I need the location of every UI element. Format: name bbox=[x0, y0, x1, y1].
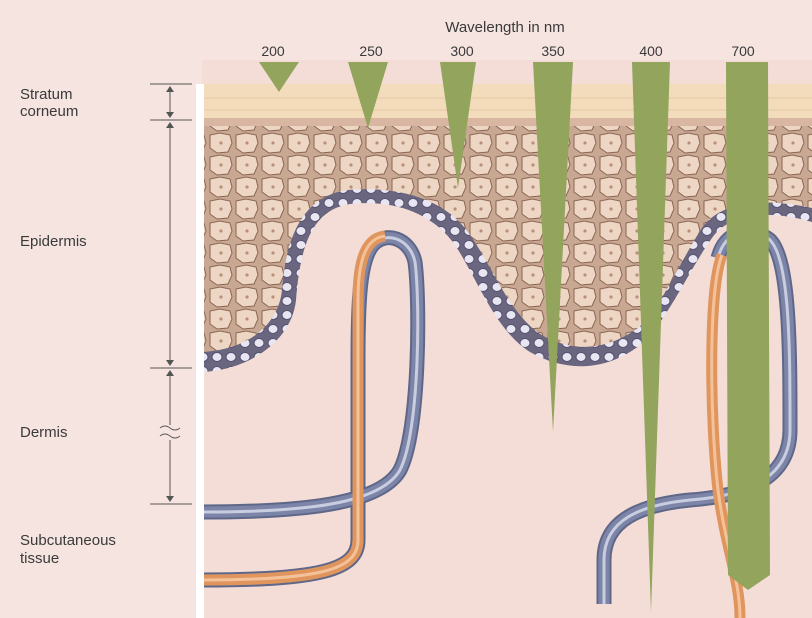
beam-700nm bbox=[726, 62, 770, 590]
wavelength-label-300: 300 bbox=[450, 43, 474, 59]
wavelength-label-700: 700 bbox=[731, 43, 755, 59]
layer-boundary-markers bbox=[150, 84, 192, 504]
layer-label-dermis: Dermis bbox=[20, 424, 68, 441]
layer-label-stratum-corneum-line2: corneum bbox=[20, 103, 78, 120]
depth-break-symbol bbox=[160, 426, 180, 438]
wavelength-label-350: 350 bbox=[541, 43, 565, 59]
wavelength-label-400: 400 bbox=[639, 43, 663, 59]
stratum-corneum-band bbox=[202, 84, 812, 120]
layer-label-subcutaneous: Subcutaneous tissue bbox=[20, 532, 120, 567]
wavelength-label-250: 250 bbox=[359, 43, 383, 59]
layer-label-subcutaneous-line1: Subcutaneous bbox=[20, 532, 116, 549]
wavelength-axis-title: Wavelength in nm bbox=[445, 19, 565, 36]
layer-label-epidermis: Epidermis bbox=[20, 233, 87, 250]
layer-label-stratum-corneum: Stratum corneum bbox=[20, 86, 78, 120]
tissue-edge bbox=[196, 84, 204, 618]
wavelength-label-200: 200 bbox=[261, 43, 285, 59]
layer-label-stratum-corneum-line1: Stratum bbox=[20, 86, 73, 103]
layer-label-subcutaneous-line2: tissue bbox=[20, 550, 59, 567]
